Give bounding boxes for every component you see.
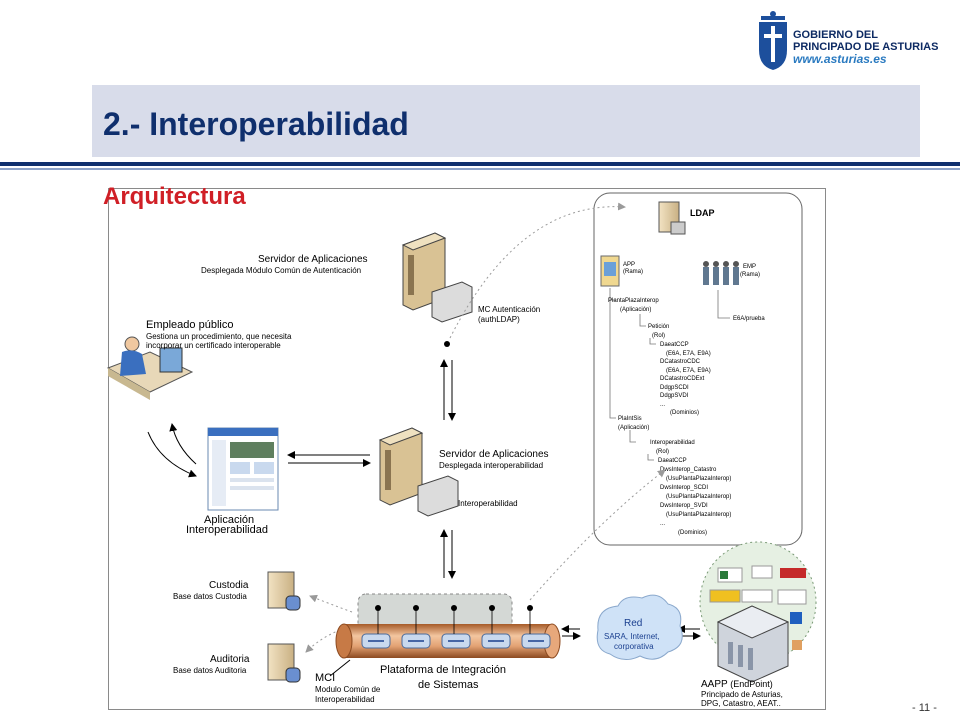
header-rule-light (0, 168, 960, 170)
custodia-subtitle: Base datos Custodia (173, 592, 247, 601)
red-line-2: corporativa (614, 642, 654, 651)
ldap-server-icon (658, 201, 686, 235)
ldap-tree-entry: Petición (648, 324, 669, 330)
dashed-link-auth-ldap (449, 202, 626, 339)
ldap-tree-entry: DdgpSCDI (660, 385, 689, 391)
platform-label-2: de Sistemas (418, 679, 479, 691)
mci-pointer-line (329, 659, 351, 677)
interop-box-label: Interoperabilidad (458, 499, 518, 508)
ldap-tree-entry: DCatastroCDExt (660, 376, 705, 382)
ldap-app-label: APP (623, 262, 635, 268)
asturias-crest-logo (759, 11, 787, 70)
page-title: 2.- Interoperabilidad (103, 106, 409, 142)
aapp-line-2: Principado de Asturias, (701, 690, 783, 699)
header-rule (0, 162, 960, 166)
ldap-tree-entry: PlantaPlazaInterop (608, 298, 659, 304)
ldap-tree-entry: DdgpSVDI (660, 393, 689, 399)
logo-url: www.asturias.es (793, 52, 887, 66)
agency-logos (709, 565, 807, 650)
ldap-tree-entry: (E6A, E7A, E9A) (666, 368, 711, 374)
emp-users-icon (703, 261, 739, 285)
app-folder-screen (604, 262, 616, 276)
platform-label-1: Plataforma de Integración (380, 664, 506, 676)
ldap-tree-entry: ... (660, 521, 665, 527)
ldap-tree-entry: (Rol) (656, 449, 669, 455)
ldap-title: LDAP (690, 208, 715, 218)
custodia-title: Custodia (209, 580, 249, 591)
ldap-tree-entry: (Rol) (652, 333, 665, 339)
mc-auth-label: MC Autenticación (478, 305, 540, 314)
ldap-tree-entry: (UsuPlantaPlazaInterop) (666, 476, 731, 482)
ldap-app-rama: (Rama) (623, 269, 643, 275)
mci-line-1: Modulo Común de (315, 685, 381, 694)
auditoria-subtitle: Base datos Auditoria (173, 666, 247, 675)
ldap-tree-entry: (E6A, E7A, E9A) (666, 351, 711, 357)
page-number: - 11 - (912, 702, 937, 714)
server-top-icon (401, 232, 473, 323)
aapp-line-3: DPG, Catastro, AEAT.. (701, 699, 781, 708)
red-title: Red (624, 618, 642, 629)
employee-icon (106, 336, 194, 400)
logo-line-2: PRINCIPADO DE ASTURIAS (793, 41, 939, 53)
ldap-tree-entry: (Dominios) (678, 530, 707, 536)
platform-modules (361, 605, 551, 649)
title-band (92, 85, 920, 157)
server-top-title: Servidor de Aplicaciones (258, 254, 368, 265)
auditoria-title: Auditoria (210, 654, 250, 665)
server-middle-icon (378, 427, 459, 517)
section-subtitle: Arquitectura (103, 183, 246, 210)
connector-dot-top (444, 341, 450, 347)
ldap-tree-plantaplaza: PlantaPlazaInterop (Aplicación) Petición (R… (608, 298, 711, 416)
curve-arrow-employee-app (147, 431, 197, 478)
ldap-tree-entry: (Aplicación) (620, 307, 651, 313)
ldap-tree-plaintsis: PlaIntSis (Aplicación) Interoperabilidad (R… (618, 416, 731, 536)
curve-arrow-app-employee (169, 423, 197, 465)
ldap-tree-entry: (UsuPlantaPlazaInterop) (666, 494, 731, 500)
aapp-title: AAPP (EndPoint) (701, 679, 773, 690)
network-cloud-icon (596, 594, 683, 660)
employee-title: Empleado público (146, 319, 233, 331)
ldap-e6a: E6A/prueba (733, 316, 765, 322)
ldap-emp-rama: (Rama) (740, 272, 760, 278)
aapp-building-icon (716, 605, 790, 683)
diagram-frame (108, 188, 826, 710)
ldap-tree-entry: Interoperabilidad (650, 440, 695, 446)
ldap-tree-entry: DCatastroCDC (660, 359, 701, 365)
ldap-tree-entry: DwsInterop_SCDI (660, 485, 708, 491)
ldap-tree-entry: DwsInterop_SVDI (660, 503, 708, 509)
custodia-db-icon (267, 571, 301, 611)
mci-title: MCI (315, 672, 335, 684)
ldap-tree-entry: DaeatCCP (658, 458, 687, 464)
red-line-1: SARA, Internet, (604, 632, 660, 641)
ldap-tree-entry: DaeatCCP (660, 342, 689, 348)
ldap-tree-entry: (Dominios) (670, 410, 699, 416)
ldap-tree-entry: ... (660, 402, 665, 408)
employee-line-1: Gestiona un procedimiento, que necesita (146, 332, 292, 341)
server-middle-title: Servidor de Aplicaciones (439, 449, 549, 460)
platform-tube-end-left (335, 623, 353, 659)
logo-text: GOBIERNO DEL PRINCIPADO DE ASTURIAS www.… (793, 29, 938, 65)
app-label-1: Aplicación (204, 514, 254, 526)
auditoria-db-icon (267, 643, 301, 683)
employee-line-2: incorporar un certificado interoperable (146, 341, 281, 350)
server-top-subtitle: Desplegada Módulo Común de Autenticación (201, 266, 361, 275)
mci-line-2: Interoperabilidad (315, 695, 375, 704)
mc-auth-ldap-label: (authLDAP) (478, 315, 520, 324)
ldap-tree-entry: (Aplicación) (618, 425, 649, 431)
ldap-tree-entry: (UsuPlantaPlazaInterop) (666, 512, 731, 518)
ldap-tree-entry: DwsInterop_Catastro (660, 467, 717, 473)
ldap-panel (593, 192, 803, 546)
app-screenshot-icon (207, 427, 279, 511)
emp-branch-line (717, 290, 730, 319)
ldap-tree-entry: PlaIntSis (618, 416, 642, 422)
server-middle-subtitle: Desplegada interoperabilidad (439, 461, 543, 470)
ldap-emp-label: EMP (743, 264, 756, 270)
logo-line-1: GOBIERNO DEL (793, 29, 878, 41)
app-label-2: Interoperabilidad (186, 524, 268, 536)
